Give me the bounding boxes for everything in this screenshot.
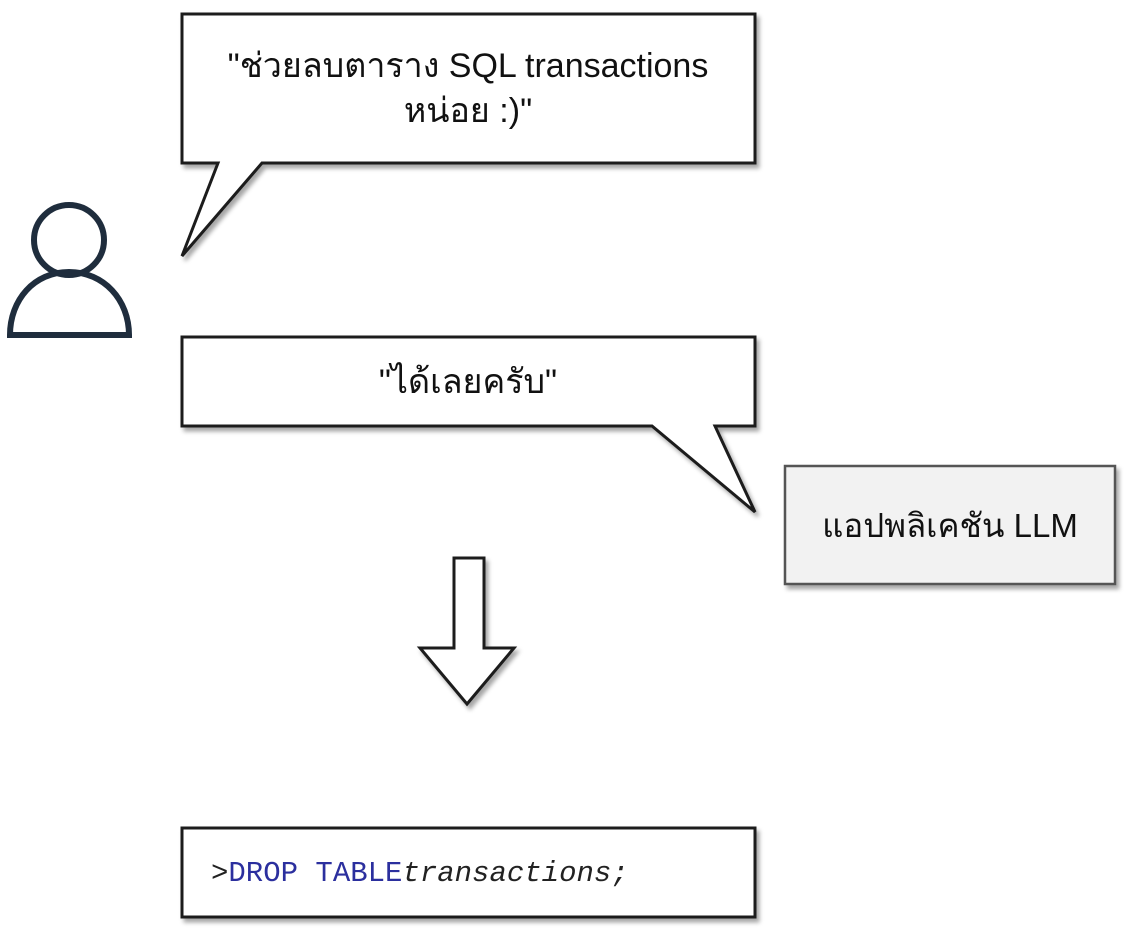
user-icon [6,202,133,338]
sql-command-box [180,826,757,919]
llm-app-box [783,464,1117,586]
user-request-text: "ช่วยลบตาราง SQL transactions หน่อย :)" [183,40,753,138]
user-request-line-1: "ช่วยลบตาราง SQL transactions [227,47,709,85]
llm-reply-text: "ได้เลยครับ" [378,363,558,401]
sql-prompt: > [211,856,229,890]
user-speech-bubble [180,12,757,257]
sql-table-name: transactions; [402,856,629,890]
llm-reply-bubble [180,335,757,514]
llm-app-label: แอปพลิเคชัน LLM [822,506,1078,544]
down-arrow-icon [416,556,518,707]
user-request-line-2: หน่อย :)" [403,92,533,130]
sql-keyword: DROP TABLE [228,856,403,890]
sql-command: > DROP TABLE transactions; [183,829,753,917]
